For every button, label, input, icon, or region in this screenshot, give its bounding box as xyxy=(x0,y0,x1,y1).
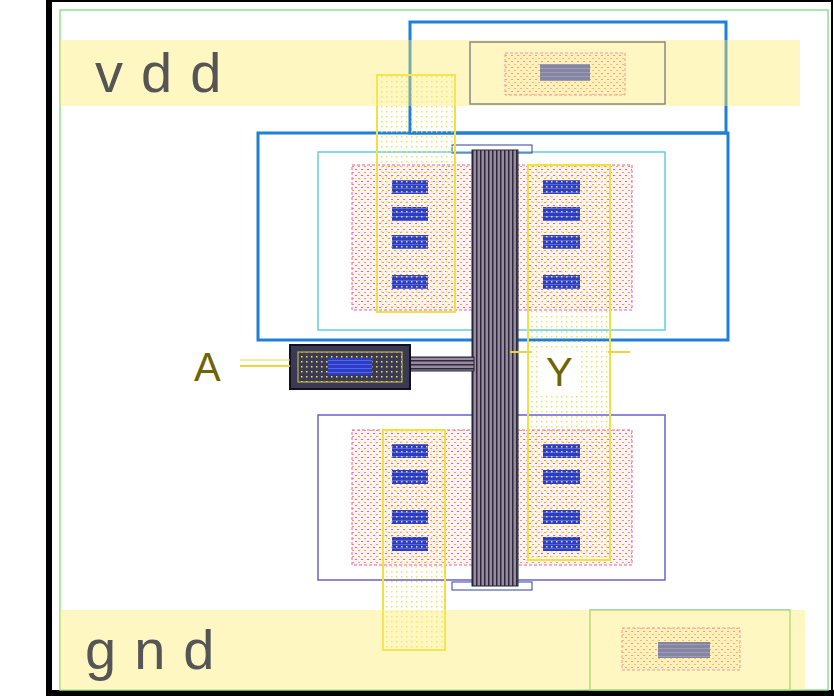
layout-shape xyxy=(510,351,532,353)
pin-label: Y xyxy=(540,350,579,394)
layout-shape xyxy=(240,360,290,361)
layout-shape xyxy=(46,0,52,696)
pin-label: A xyxy=(188,345,227,389)
layout-shape xyxy=(290,345,410,389)
layout-shape xyxy=(328,358,372,375)
layout-shape xyxy=(472,150,518,586)
layout-shape xyxy=(298,352,402,382)
rail-name: gnd xyxy=(85,622,232,678)
layout-shape xyxy=(408,357,474,371)
rail-name: vdd xyxy=(95,45,239,101)
power-rail: vdd xyxy=(60,40,800,106)
layout-shape xyxy=(528,165,610,560)
power-rail: gnd xyxy=(60,610,805,690)
layout-shape xyxy=(240,365,290,367)
layout-shape xyxy=(50,1,832,693)
layout-shape xyxy=(377,75,455,312)
layout-shape xyxy=(60,10,828,690)
layout-shape xyxy=(608,351,630,353)
layout-shape xyxy=(46,690,834,696)
